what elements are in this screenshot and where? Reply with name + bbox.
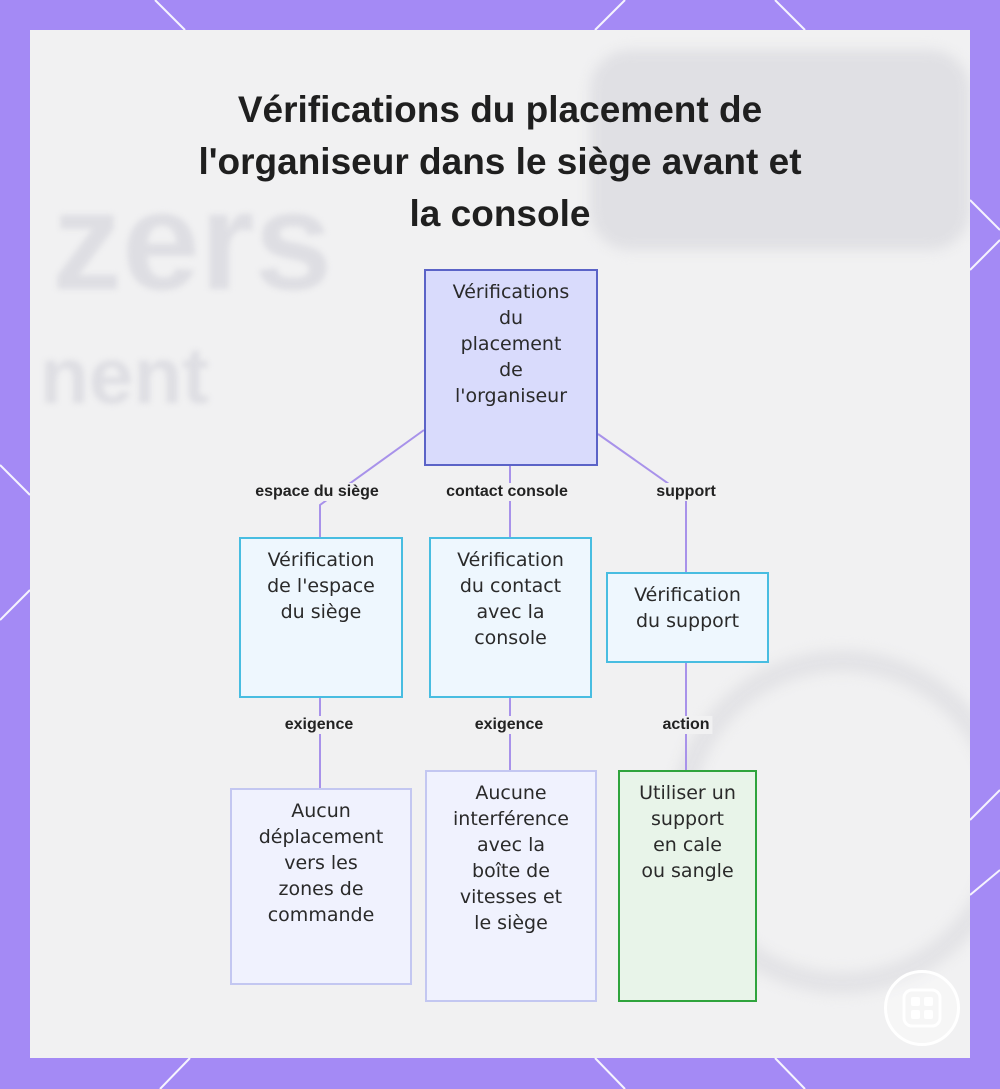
node-seat-space-check: Vérification de l'espace du siège — [239, 537, 403, 698]
title-line: l'organiseur dans le siège avant et — [198, 141, 802, 182]
background-word: nent — [40, 331, 209, 420]
node-no-movement: Aucun déplacement vers les zones de comm… — [230, 788, 412, 985]
diagram-title: Vérifications du placement de l'organise… — [30, 84, 970, 240]
connector-root-seat — [319, 429, 425, 537]
edge-label-requirement: exigence — [471, 716, 547, 734]
node-label: Vérification de l'espace du siège — [267, 549, 375, 623]
node-label: Utiliser un support en cale ou sangle — [639, 782, 736, 882]
node-console-contact-check: Vérification du contact avec la console — [429, 537, 592, 698]
edge-label-seat-space: espace du siège — [252, 483, 382, 501]
title-line: la console — [409, 193, 591, 234]
edge-label-console-contact: contact console — [443, 483, 571, 501]
node-no-interference: Aucune interférence avec la boîte de vit… — [425, 770, 597, 1002]
node-label: Vérification du support — [634, 584, 741, 632]
connector-root-support — [597, 433, 687, 572]
node-label: Vérification du contact avec la console — [457, 549, 564, 649]
node-support-check: Vérification du support — [606, 572, 769, 663]
node-label: Aucune interférence avec la boîte de vit… — [453, 782, 569, 934]
edge-label-requirement: exigence — [281, 716, 357, 734]
node-label: Aucun déplacement vers les zones de comm… — [258, 800, 384, 926]
node-root-placement-checks: Vérifications du placement de l'organise… — [424, 269, 598, 466]
background-photo-shape — [590, 50, 970, 250]
background-word: zers — [52, 162, 333, 319]
content-panel: zers nent Vérifications du placement de … — [30, 30, 970, 1058]
grid-logo-glyph — [902, 988, 942, 1028]
grid-logo-icon — [884, 970, 960, 1046]
node-use-support: Utiliser un support en cale ou sangle — [618, 770, 757, 1002]
node-label: Vérifications du placement de l'organise… — [452, 281, 570, 407]
edge-label-action: action — [659, 716, 713, 734]
title-line: Vérifications du placement de — [237, 89, 763, 130]
edge-label-support: support — [653, 483, 719, 501]
